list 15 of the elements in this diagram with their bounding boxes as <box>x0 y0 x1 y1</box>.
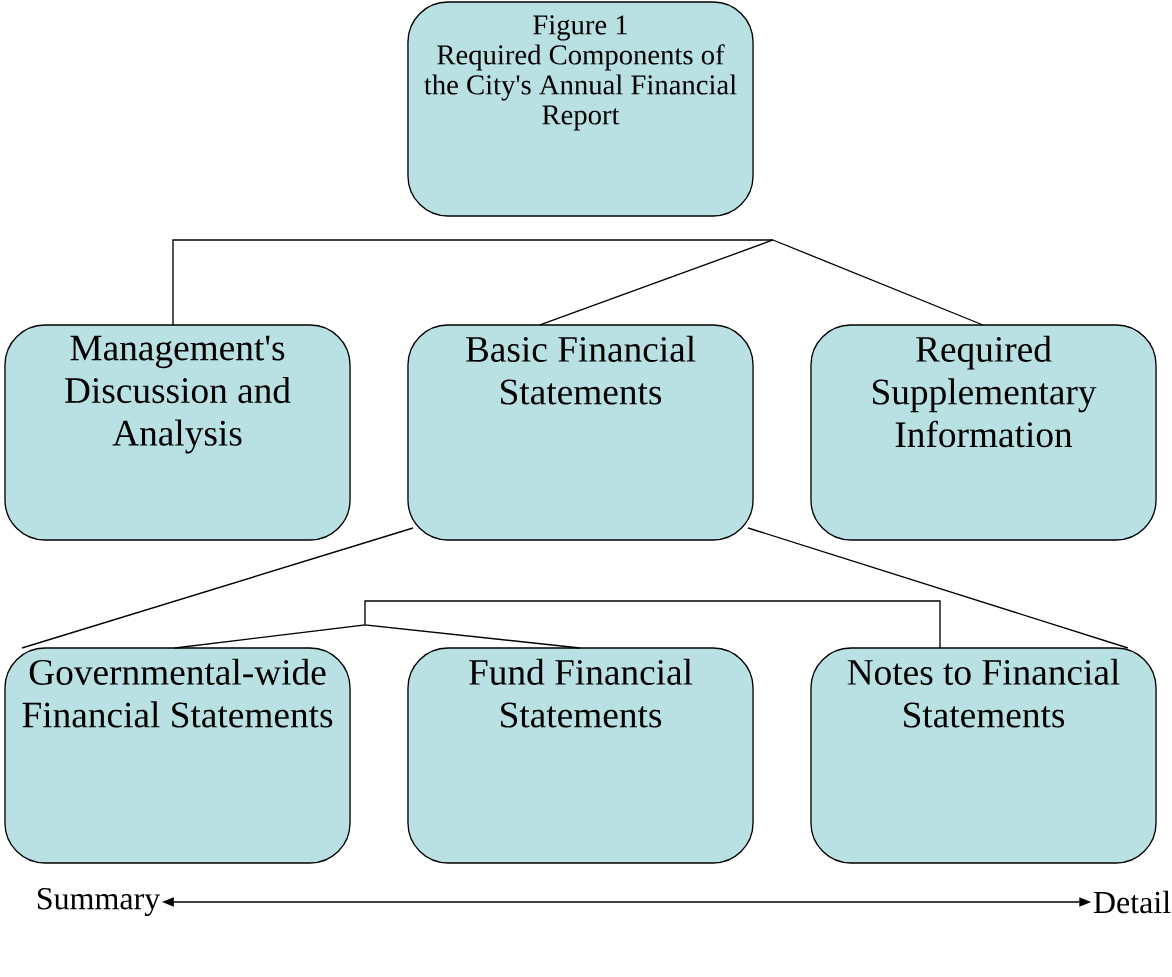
end-label: Detail <box>1093 890 1171 914</box>
connector <box>172 239 774 326</box>
connector <box>21 527 414 649</box>
connector <box>772 239 984 326</box>
rounded-box: Management's Discussion and Analysis <box>4 324 351 541</box>
rounded-box: Governmental-wide Financial Statements <box>4 647 351 864</box>
rounded-box: Fund Financial Statements <box>407 647 754 864</box>
rounded-box: Required Supplementary Information <box>810 324 1157 541</box>
connector <box>747 527 1129 649</box>
connector <box>539 239 774 326</box>
rounded-box: Figure 1 Required Components of the City's Annual Financial Report <box>407 1 754 217</box>
rounded-box: Basic Financial Statements <box>407 324 754 541</box>
rounded-box: Notes to Financial Statements <box>810 647 1157 864</box>
end-label: Summary <box>37 887 161 917</box>
connector <box>174 600 941 649</box>
